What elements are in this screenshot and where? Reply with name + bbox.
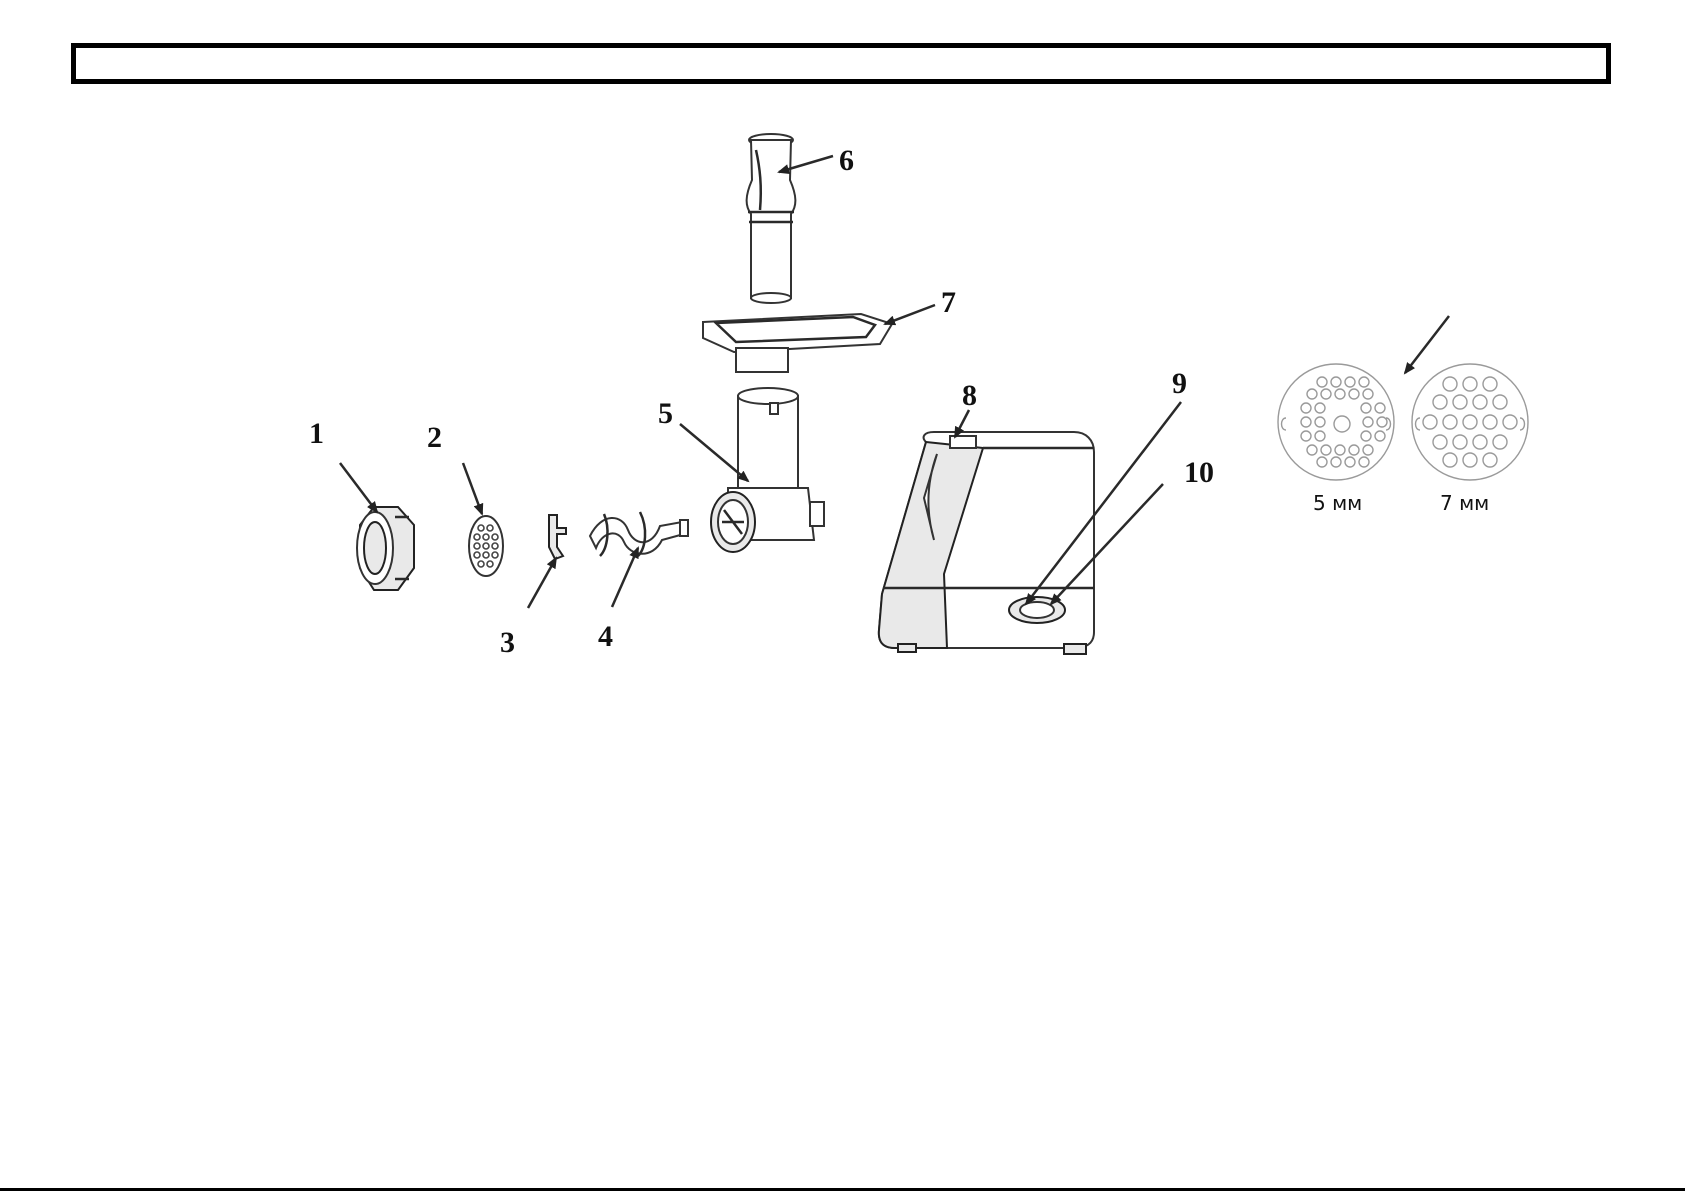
leader-line-plates (1405, 316, 1449, 373)
part-2-grinding-plate (469, 516, 503, 576)
leader-line-1 (340, 463, 377, 512)
part-3-cutting-blade (549, 515, 566, 559)
leader-line-7 (885, 305, 935, 324)
plate-label-5mm: 5 мм (1313, 491, 1362, 515)
grinding-plates-detail (1278, 364, 1528, 480)
part-6-food-pusher (747, 134, 796, 303)
callout-6: 6 (839, 144, 854, 177)
callout-2: 2 (427, 421, 442, 454)
part-8-10-motor-body (879, 432, 1094, 654)
callout-5: 5 (658, 397, 673, 430)
callout-3: 3 (500, 626, 515, 659)
part-7-feeding-tray (703, 314, 892, 372)
callout-4: 4 (598, 620, 613, 653)
callout-7: 7 (941, 286, 956, 319)
part-4-auger (590, 512, 688, 556)
leader-line-2 (463, 463, 482, 514)
leader-line-4 (612, 548, 638, 607)
callout-1: 1 (309, 417, 324, 450)
plate-label-7mm: 7 мм (1440, 491, 1489, 515)
callout-9: 9 (1172, 367, 1187, 400)
leader-line-3 (528, 558, 556, 608)
callout-8: 8 (962, 379, 977, 412)
part-5-grinder-head (711, 388, 824, 552)
part-1-locking-ring (357, 507, 414, 590)
callout-10: 10 (1184, 456, 1214, 489)
